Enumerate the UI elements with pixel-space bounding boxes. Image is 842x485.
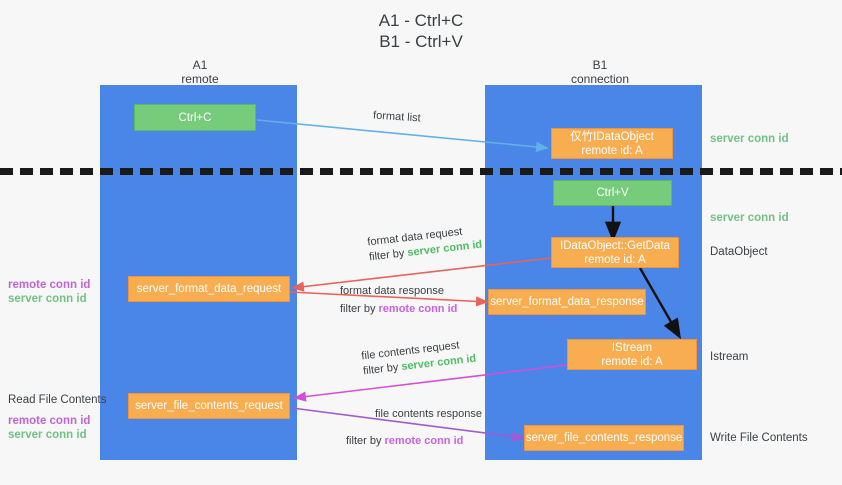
- left-label-conn-ids-file: remote conn id server conn id: [8, 414, 90, 442]
- title-line-2: B1 - Ctrl+V: [379, 32, 463, 51]
- lane-header-a1: A1 remote: [140, 58, 260, 86]
- box-idataobject-line2: remote id: A: [581, 144, 643, 157]
- edge-label-fcreq-filter-prefix: filter by: [362, 361, 403, 378]
- box-server-file-contents-response[interactable]: server_file_contents_response: [524, 425, 684, 451]
- box-ctrl-v[interactable]: Ctrl+V: [553, 180, 672, 206]
- right-label-server-conn-id-mid: server conn id: [710, 212, 789, 224]
- box-ctrl-c[interactable]: Ctrl+C: [134, 104, 256, 131]
- edge-label-fdreq-filter-prefix: filter by: [368, 247, 409, 264]
- box-server-format-data-response[interactable]: server_format_data_response: [488, 289, 646, 315]
- edge-label-file-contents-response: file contents response: [375, 407, 482, 422]
- box-server-format-data-response-label: server_format_data_response: [490, 296, 644, 308]
- box-idataobject-line1: 仅竹IDataObject: [570, 130, 654, 143]
- left-label-server-conn-id-1: server conn id: [8, 293, 87, 305]
- right-label-dataobject: DataObject: [710, 246, 768, 258]
- box-ctrl-c-label: Ctrl+C: [178, 111, 212, 124]
- lane-header-b1: B1 connection: [540, 58, 660, 86]
- left-label-conn-ids-format: remote conn id server conn id: [8, 278, 90, 306]
- edge-label-fdres-filter-value: remote conn id: [378, 303, 458, 315]
- box-istream-line1: IStream: [611, 341, 653, 354]
- lane-header-b1-sub: connection: [570, 72, 630, 86]
- edge-label-fcres-filter-value: remote conn id: [384, 435, 464, 447]
- edge-label-format-data-request: format data request filter by server con…: [367, 223, 483, 266]
- box-idataobject[interactable]: 仅竹IDataObject remote id: A: [551, 128, 673, 159]
- edge-label-fdres-filter-prefix: filter by: [340, 303, 379, 315]
- edge-label-file-contents-response-filter: filter by remote conn id: [346, 434, 463, 449]
- box-server-file-contents-response-label: server_file_contents_response: [525, 432, 683, 444]
- edge-label-format-data-response-text: format data response: [340, 285, 444, 297]
- box-server-format-data-request-label: server_format_data_request: [136, 283, 282, 295]
- box-server-file-contents-request[interactable]: server_file_contents_request: [128, 393, 290, 419]
- box-server-file-contents-request-label: server_file_contents_request: [135, 400, 283, 412]
- left-label-server-conn-id-2: server conn id: [8, 429, 87, 441]
- left-label-remote-conn-id-1: remote conn id: [8, 279, 91, 291]
- title-line-1: A1 - Ctrl+C: [378, 11, 464, 30]
- page-title: A1 - Ctrl+C B1 - Ctrl+V: [0, 10, 842, 52]
- box-idataobject-getdata-line2: remote id: A: [584, 253, 646, 266]
- lane-header-b1-name: B1: [592, 58, 608, 72]
- edge-label-file-contents-request: file contents request filter by server c…: [361, 337, 477, 380]
- left-label-read-file-contents-group: Read File Contents: [8, 393, 106, 407]
- box-idataobject-getdata-line1: IDataObject::GetData: [560, 239, 670, 252]
- box-istream-line2: remote id: A: [601, 355, 663, 368]
- left-label-remote-conn-id-2: remote conn id: [8, 415, 91, 427]
- box-idataobject-getdata[interactable]: IDataObject::GetData remote id: A: [551, 237, 679, 268]
- edge-label-format-list: format list: [373, 109, 422, 127]
- right-label-write-file-contents: Write File Contents: [710, 432, 808, 444]
- right-label-server-conn-id-top: server conn id: [710, 133, 789, 145]
- edge-label-format-list-text: format list: [372, 109, 422, 125]
- box-server-format-data-request[interactable]: server_format_data_request: [128, 276, 290, 302]
- box-istream[interactable]: IStream remote id: A: [567, 339, 697, 370]
- edge-label-format-data-response: format data response filter by remote co…: [340, 284, 457, 317]
- edge-label-file-contents-response-text: file contents response: [375, 408, 483, 420]
- right-label-istream: Istream: [710, 351, 749, 363]
- edge-label-fcres-filter-prefix: filter by: [346, 435, 385, 447]
- phase-divider: [0, 168, 842, 175]
- box-ctrl-v-label: Ctrl+V: [596, 187, 629, 199]
- lane-header-a1-name: A1: [192, 58, 208, 72]
- lane-header-a1-sub: remote: [181, 72, 219, 86]
- left-label-read-file-contents: Read File Contents: [8, 394, 107, 406]
